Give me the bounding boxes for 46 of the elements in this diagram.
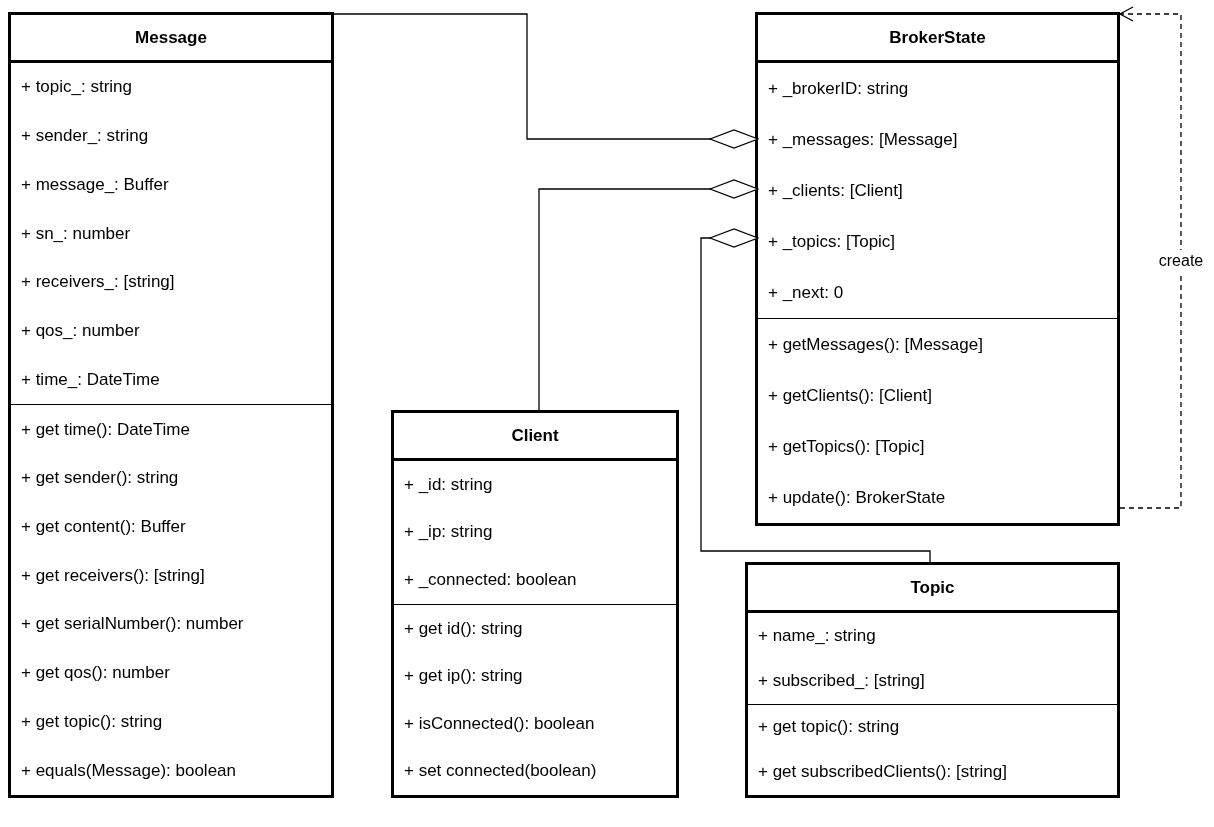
class-box [391,410,679,798]
class-box [8,12,334,798]
attribute-text: + name_: string [758,625,876,646]
class-name: Client [511,425,559,446]
attribute-text: + message_: Buffer [21,174,169,195]
attribute-text: + sender_: string [21,126,149,147]
attribute-text: + time_: DateTime [21,369,160,390]
method-text: + get sender(): string [21,468,179,489]
attribute-text: + topic_: string [21,77,133,98]
attribute-text: + _ip: string [404,522,493,543]
attribute-text: + subscribed_: [string] [758,670,925,691]
attribute-text: + _topics: [Topic] [768,231,896,252]
method-text: + get id(): string [404,618,523,639]
method-text: + get content(): Buffer [21,516,186,537]
aggregation-line [700,228,931,563]
method-text: + isConnected(): boolean [404,713,595,734]
method-text: + set connected(boolean) [404,761,597,782]
method-text: + get topic(): string [21,711,163,732]
method-text: + getClients(): [Client] [768,385,932,406]
attribute-text: + _connected: boolean [404,569,577,590]
method-text: + get serialNumber(): number [21,614,244,635]
method-text: + get subscribedClients(): [string] [758,762,1007,783]
dependency-arrow [1119,6,1182,509]
method-text: + equals(Message): boolean [21,760,236,781]
method-text: + get topic(): string [758,717,900,738]
attribute-text: + _next: 0 [768,282,844,303]
method-text: + get qos(): number [21,663,170,684]
attribute-text: + _id: string [404,474,493,495]
attribute-text: + receivers_: [string] [21,272,175,293]
method-text: + update(): BrokerState [768,487,946,508]
attribute-text: + sn_: number [21,223,131,244]
class-box [745,562,1120,798]
attribute-text: + _brokerID: string [768,78,909,99]
class-name: Message [135,27,207,48]
class-name: BrokerState [889,27,986,48]
method-text: + get receivers(): [string] [21,565,205,586]
attribute-text: + qos_: number [21,321,140,342]
method-text: + get ip(): string [404,666,523,687]
method-text: + getMessages(): [Message] [768,334,983,355]
edge-label: create [1157,250,1205,272]
attribute-text: + _clients: [Client] [768,180,903,201]
method-text: + getTopics(): [Topic] [768,436,925,457]
class-name: Topic [910,577,955,598]
class-box [755,12,1120,526]
method-text: + get time(): DateTime [21,419,190,440]
attribute-text: + _messages: [Message] [768,129,958,150]
